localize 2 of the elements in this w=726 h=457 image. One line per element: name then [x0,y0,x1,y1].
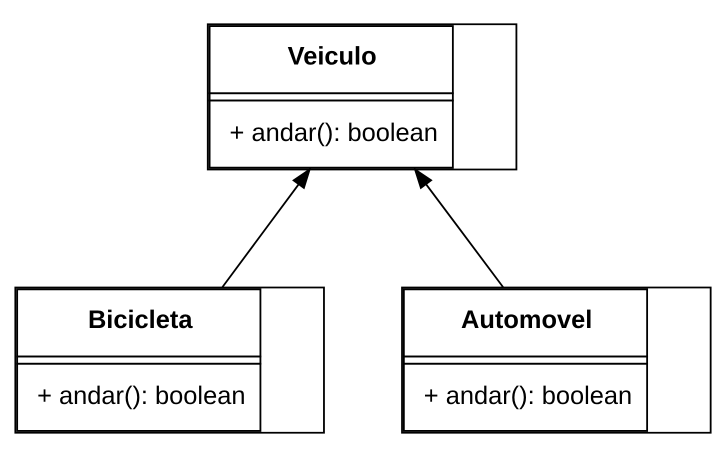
arrow [222,167,312,288]
arrow [413,167,504,288]
